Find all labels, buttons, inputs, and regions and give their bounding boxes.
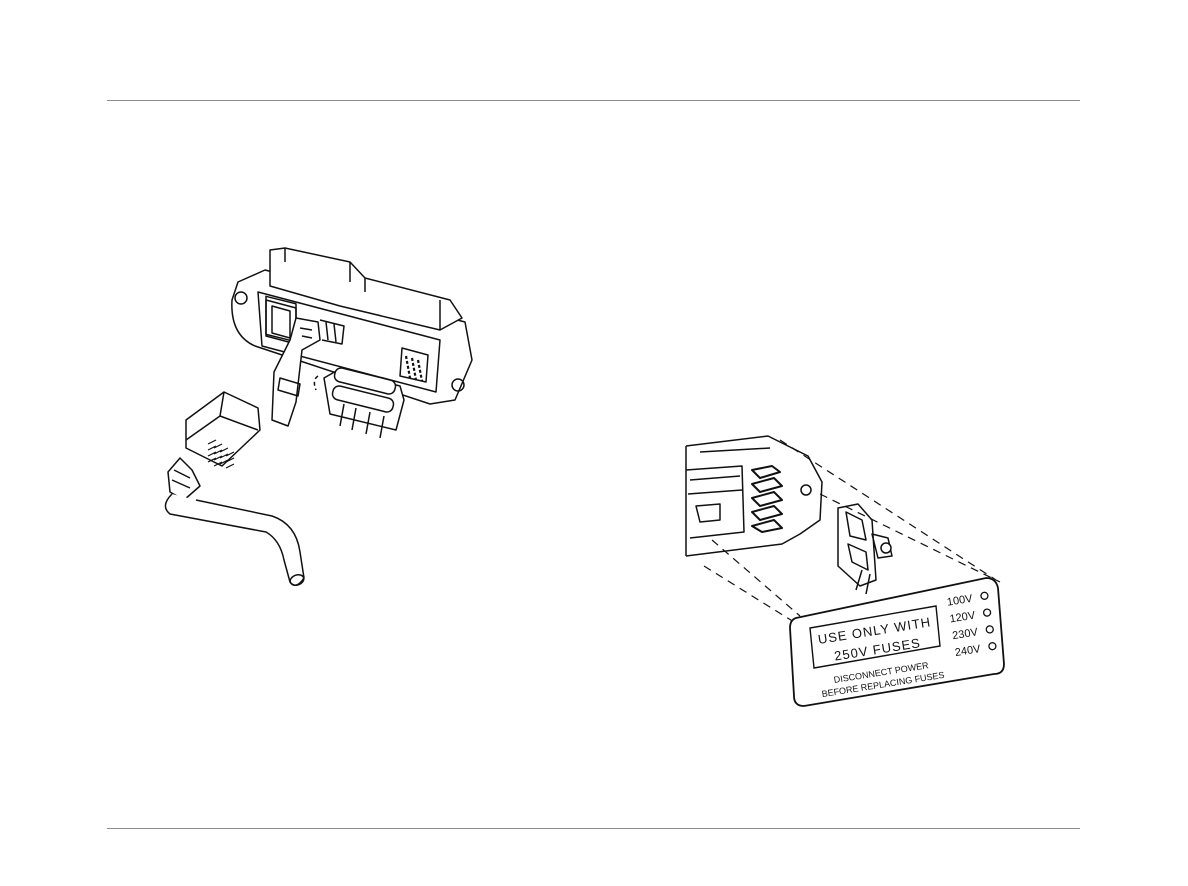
fuse-label-plate: USE ONLY WITH 250V FUSES DISCONNECT POWE… — [790, 578, 1004, 706]
power-entry-module-illustration — [165, 248, 472, 587]
